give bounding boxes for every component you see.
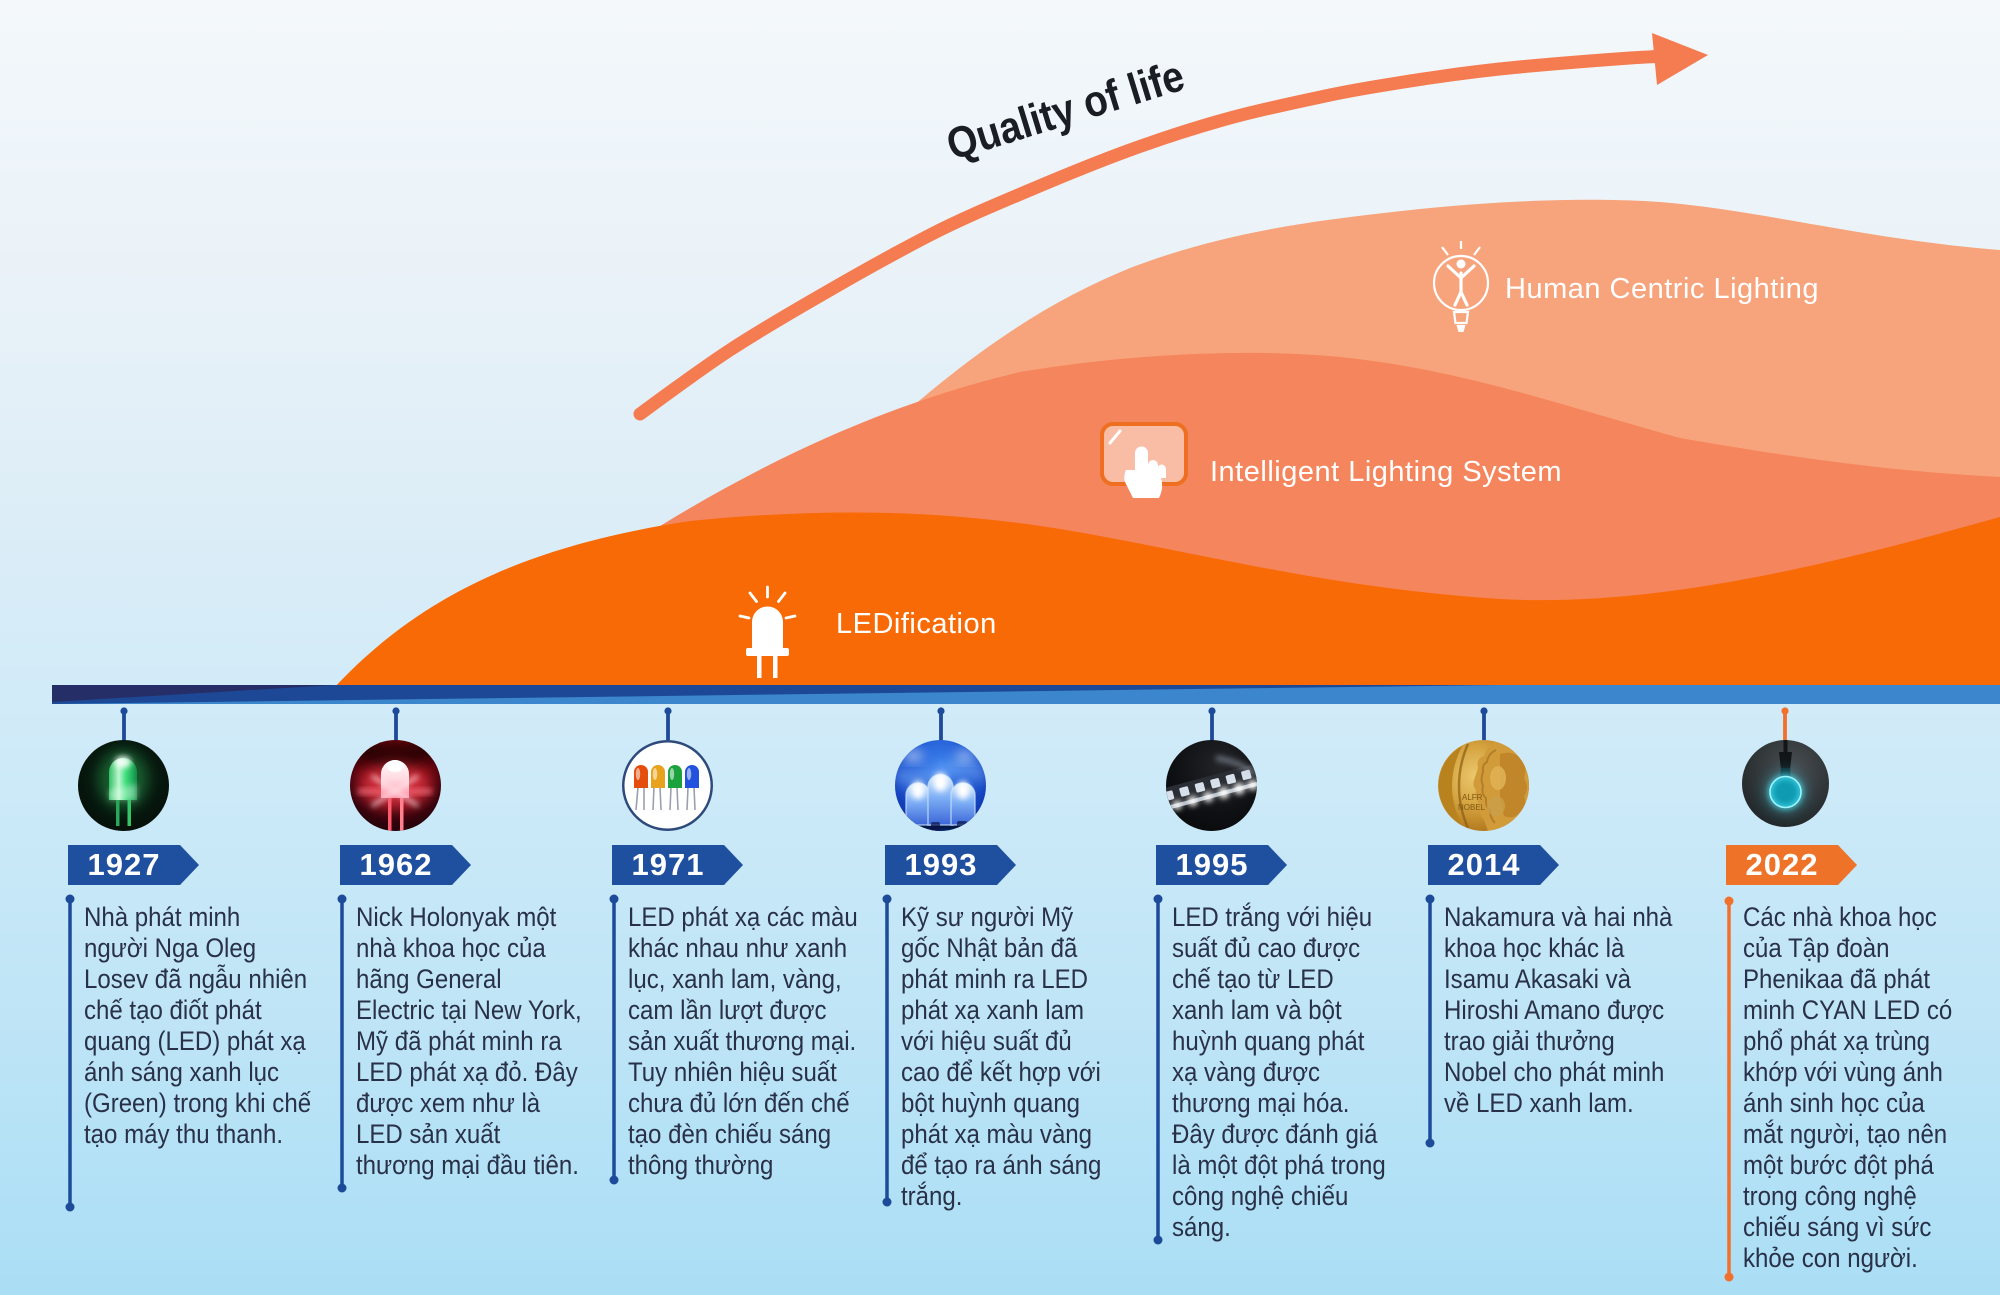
- svg-text:ALFR: ALFR: [1462, 793, 1483, 802]
- svg-text:NOBEL: NOBEL: [1458, 803, 1486, 812]
